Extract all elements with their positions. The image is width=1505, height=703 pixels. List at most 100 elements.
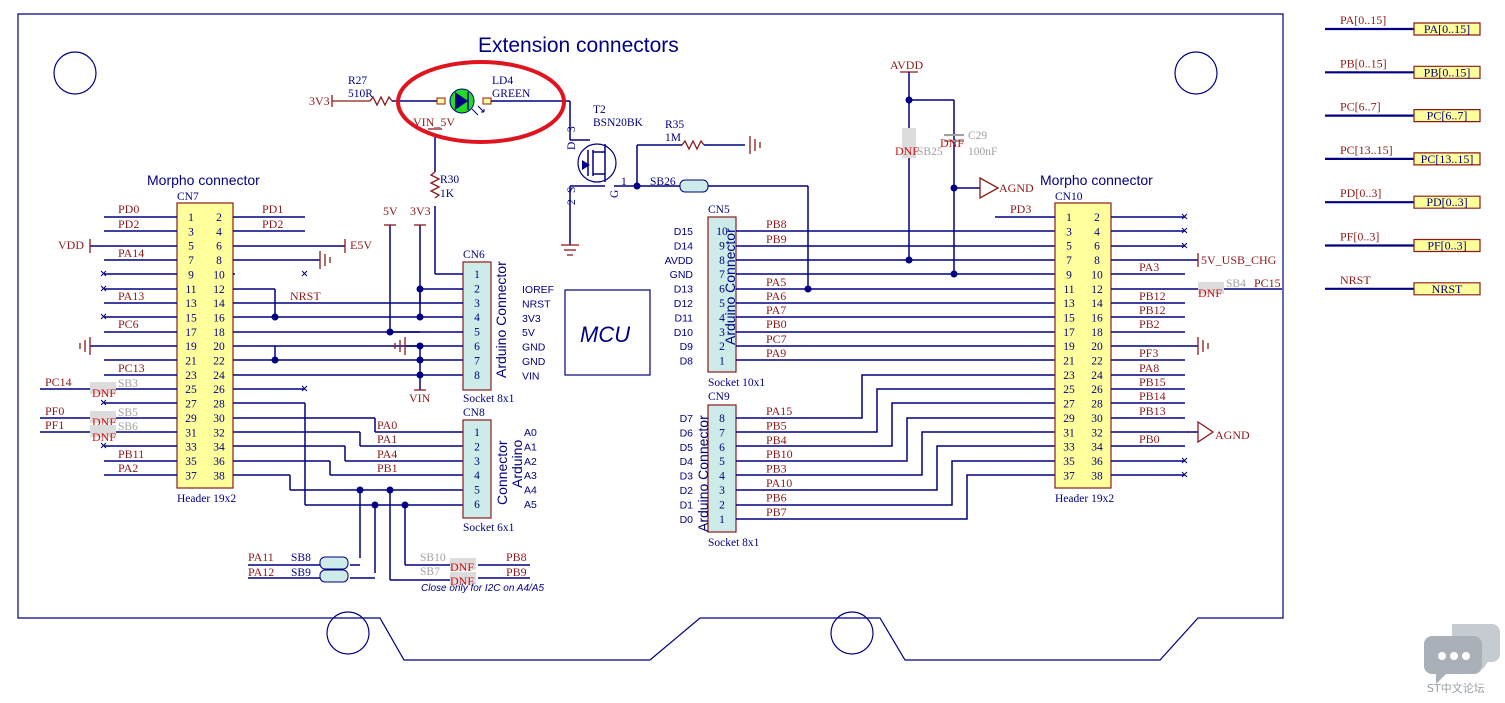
svg-text:PA0: PA0 bbox=[377, 418, 397, 432]
svg-text:PB0: PB0 bbox=[1139, 432, 1160, 446]
port-box bbox=[1413, 282, 1481, 296]
cn10-heading: Morpho connector bbox=[1040, 172, 1153, 188]
svg-text:PA11: PA11 bbox=[248, 550, 274, 564]
pin-number: 2 bbox=[719, 499, 725, 511]
svg-text:R30: R30 bbox=[440, 174, 459, 186]
pin-number: 2 bbox=[474, 441, 480, 453]
svg-text:C29: C29 bbox=[968, 130, 987, 142]
svg-text:D: D bbox=[566, 142, 578, 150]
mcu-block bbox=[564, 289, 651, 376]
pin-number: 8 bbox=[719, 413, 725, 425]
pin-number: 21 bbox=[1063, 356, 1075, 368]
ground-symbol bbox=[561, 244, 579, 256]
net-label: PB3 bbox=[766, 462, 787, 476]
solder-bridge-sb9: PA12 SB9 bbox=[248, 565, 349, 583]
junction-dots bbox=[356, 486, 409, 509]
pin-number: 2 bbox=[719, 341, 725, 353]
net-label: PB6 bbox=[766, 490, 787, 504]
solder-bridge-sb4: SB4 DNF PC15 bbox=[1198, 276, 1281, 300]
cn10-pd3-label: PD3 bbox=[1010, 202, 1031, 216]
svg-text:PB11: PB11 bbox=[118, 447, 144, 461]
svg-text:SB4: SB4 bbox=[1226, 278, 1246, 290]
cn10-right-wires bbox=[1111, 216, 1282, 476]
port-net-label: PA[0..15] bbox=[1340, 13, 1386, 27]
port-label: PB[0..15] bbox=[1424, 65, 1471, 79]
svg-text:PA2: PA2 bbox=[118, 461, 138, 475]
cn8-socket bbox=[462, 419, 492, 519]
svg-text:PC14: PC14 bbox=[45, 375, 72, 389]
svg-text:DNF: DNF bbox=[450, 574, 474, 588]
pin-label: VIN bbox=[522, 370, 540, 382]
pin-number: 27 bbox=[1063, 399, 1075, 411]
pin-number: 38 bbox=[1091, 470, 1103, 482]
cn10-right-labels: PA3 PB12 PB12 PB2 PF3 PA8 PB15 PB14 PB13… bbox=[1139, 260, 1166, 446]
chg-label: 5V_USB_CHG bbox=[1201, 253, 1277, 267]
svg-text:DNF: DNF bbox=[92, 386, 116, 400]
pin-number: 9 bbox=[1066, 269, 1072, 281]
r35-resistor: R35 1M bbox=[636, 119, 761, 186]
junction-dot bbox=[804, 285, 812, 293]
net-label: PB4 bbox=[766, 433, 787, 447]
solder-bridge-sb7: SB7 DNF PB9 bbox=[420, 565, 527, 588]
pin-number: 19 bbox=[185, 341, 197, 353]
port-box bbox=[1413, 22, 1481, 36]
svg-text:T2: T2 bbox=[593, 104, 606, 116]
svg-text:S: S bbox=[566, 187, 578, 193]
port-box bbox=[1413, 238, 1481, 253]
net-label: PA15 bbox=[766, 404, 792, 418]
pin-label: D6 bbox=[680, 427, 694, 439]
pin-number: 6 bbox=[719, 442, 725, 454]
svg-text:DNF: DNF bbox=[92, 430, 116, 444]
cn6-socket bbox=[462, 261, 492, 391]
svg-text:3: 3 bbox=[566, 126, 578, 132]
pin-label: D2 bbox=[680, 485, 694, 497]
pin-number: 17 bbox=[185, 327, 197, 339]
port-label: PD[0..3] bbox=[1426, 195, 1467, 209]
pin-label: D10 bbox=[674, 327, 693, 339]
solder-bridge-sb26: SB26 bbox=[637, 176, 809, 289]
net-label: PA10 bbox=[766, 476, 792, 490]
pin-number: 32 bbox=[1091, 427, 1103, 439]
svg-text:SB5: SB5 bbox=[118, 407, 138, 419]
pin-label: A3 bbox=[524, 470, 537, 482]
solder-bridge-sb3: SB3 DNF bbox=[90, 378, 138, 400]
svg-text:PB1: PB1 bbox=[377, 461, 398, 475]
pin-number: 5 bbox=[474, 327, 480, 339]
pin-label: A4 bbox=[524, 485, 537, 497]
no-connect-marks bbox=[1181, 213, 1188, 478]
pin-label: 5V bbox=[522, 327, 535, 339]
junction-dots bbox=[386, 285, 424, 379]
svg-text:SB3: SB3 bbox=[118, 378, 138, 390]
pin-number: 3 bbox=[188, 226, 194, 238]
pin-label: D1 bbox=[680, 499, 694, 511]
svg-text:PB13: PB13 bbox=[1139, 404, 1166, 418]
net-label: PB7 bbox=[766, 505, 787, 519]
port-net-label: PC[6..7] bbox=[1340, 100, 1381, 114]
net-label: PA6 bbox=[766, 289, 786, 303]
pin-number: 3 bbox=[719, 485, 725, 497]
cn10-ref: CN10 bbox=[1055, 191, 1083, 203]
port-net-label: PB[0..15] bbox=[1340, 56, 1387, 70]
pin-number: 3 bbox=[474, 456, 480, 468]
cn8-vertical-label-2: Connector bbox=[494, 440, 510, 505]
svg-text:PF0: PF0 bbox=[45, 404, 64, 418]
pin-number: 6 bbox=[719, 284, 725, 296]
cn7-ref: CN7 bbox=[177, 191, 199, 203]
port-label: PF[0..3] bbox=[1427, 239, 1466, 253]
cn6-footer: Socket 8x1 bbox=[463, 393, 515, 405]
svg-text:PD2: PD2 bbox=[118, 217, 139, 231]
pin-number: 32 bbox=[213, 427, 225, 439]
port-label: PC[13..15] bbox=[1421, 152, 1474, 166]
svg-text:G: G bbox=[609, 190, 621, 198]
pin-label: D12 bbox=[674, 298, 693, 310]
pin-number: 14 bbox=[213, 298, 225, 310]
svg-text:PA3: PA3 bbox=[1139, 260, 1159, 274]
cn8-ref: CN8 bbox=[463, 407, 485, 419]
pin-number: 31 bbox=[1063, 427, 1075, 439]
svg-text:PC6: PC6 bbox=[118, 317, 139, 331]
pin-number: 1 bbox=[1066, 212, 1072, 224]
svg-text:PA8: PA8 bbox=[1139, 361, 1159, 375]
